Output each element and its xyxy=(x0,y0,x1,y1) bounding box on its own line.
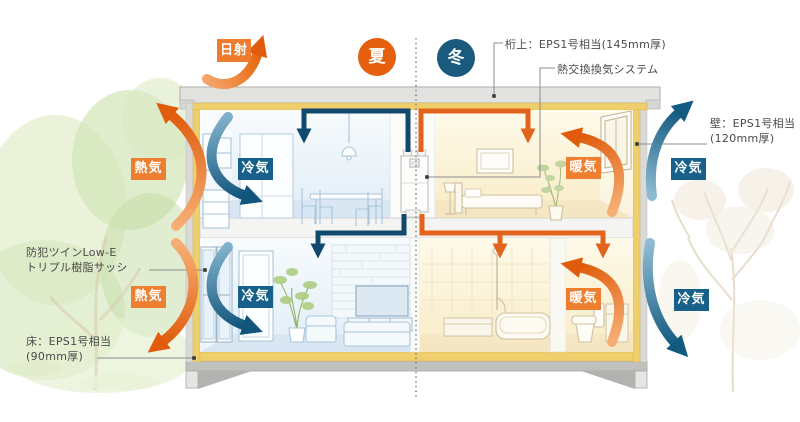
warm-air-label-2f: 暖気 xyxy=(566,157,601,179)
hot-air-up-arrow xyxy=(156,102,207,231)
winter-badge: 冬 xyxy=(437,39,475,77)
callout-floor-insulation: 床：EPS1号相当 (90mm厚) xyxy=(26,334,111,364)
floor-insulation-line2: (90mm厚) xyxy=(26,350,84,363)
wall-insulation-line2: (120mm厚) xyxy=(710,132,775,145)
winter-tree xyxy=(658,168,800,393)
summer-tree xyxy=(0,78,200,393)
cool-supply-1f-arrow xyxy=(206,242,263,335)
callout-beam-insulation: 桁上：EPS1号相当(145mm厚) xyxy=(505,38,666,51)
cold-air-label-bottom: 冷気 xyxy=(674,289,709,311)
summer-badge: 夏 xyxy=(358,38,396,76)
callout-heat-exchange-system: 熱交換換気システム xyxy=(557,63,659,76)
callout-lines xyxy=(97,42,707,360)
hot-air-label-top: 熱気 xyxy=(131,158,166,180)
cold-air-up-arrow xyxy=(645,100,694,201)
solar-radiation-badge: 日射 xyxy=(217,39,251,62)
duct-cool-2f xyxy=(296,108,411,152)
cool-air-label-1f: 冷気 xyxy=(238,286,273,308)
ventilation-ducts xyxy=(296,108,611,259)
cool-supply-2f-arrow xyxy=(206,112,263,205)
heat-exchange-unit xyxy=(400,149,429,218)
duct-warm-2f xyxy=(418,108,536,152)
floor-insulation-line1: 床：EPS1号相当 xyxy=(26,335,112,348)
duct-warm-1f xyxy=(419,214,611,259)
wall-insulation-line1: 壁：EPS1号相当 xyxy=(710,117,796,130)
furniture-bathroom xyxy=(422,246,629,343)
callout-window-sash: 防犯ツインLow-E トリプル樹脂サッシ xyxy=(26,245,128,275)
cold-air-label-top: 冷気 xyxy=(671,158,706,180)
flow-arrows xyxy=(147,34,694,358)
hot-air-down-arrow xyxy=(147,238,199,353)
warm-air-label-1f: 暖気 xyxy=(566,288,601,310)
foundation xyxy=(185,360,648,389)
callout-wall-insulation: 壁：EPS1号相当 (120mm厚) xyxy=(710,116,795,146)
cold-air-down-arrow xyxy=(642,238,689,358)
hot-air-label-bottom: 熱気 xyxy=(131,286,166,308)
window-sash-line1: 防犯ツインLow-E xyxy=(26,246,117,259)
duct-cool-1f xyxy=(310,214,407,259)
solar-arrow xyxy=(202,34,268,89)
warm-supply-2f-arrow xyxy=(560,127,625,217)
cool-air-label-2f: 冷気 xyxy=(238,158,273,180)
warm-supply-1f-arrow xyxy=(560,257,625,347)
window-sash-line2: トリプル樹脂サッシ xyxy=(26,261,128,274)
